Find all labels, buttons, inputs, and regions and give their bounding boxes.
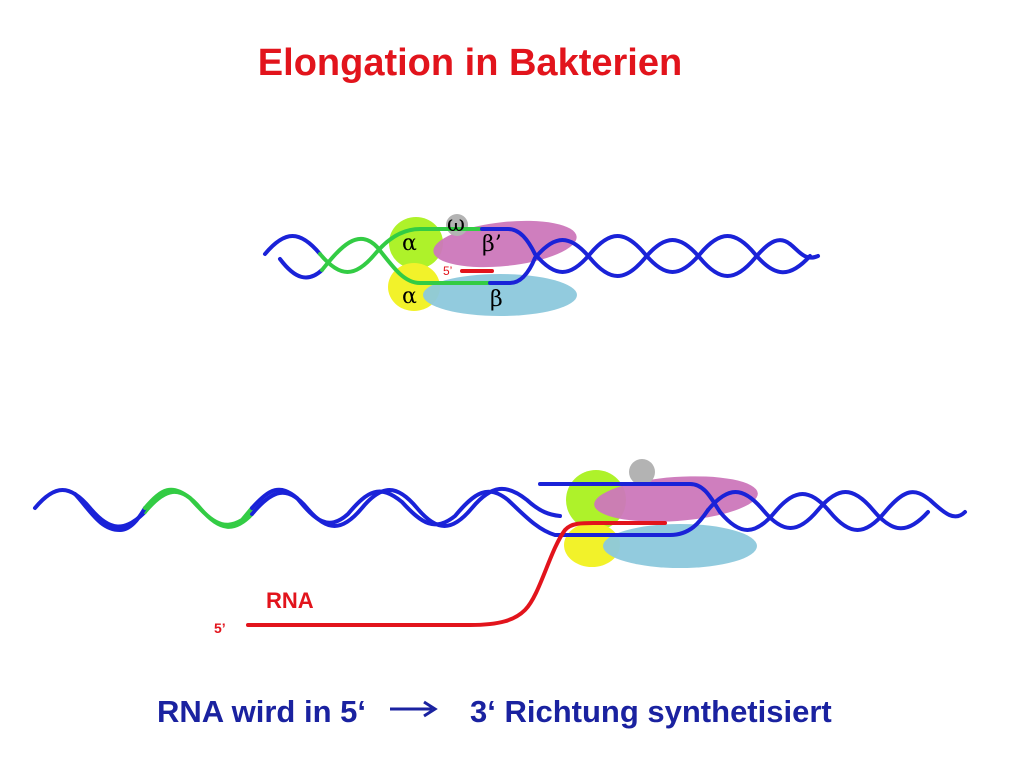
top-beta-prime-subunit xyxy=(433,220,577,268)
top-alpha-upper-label: α xyxy=(402,231,417,256)
right-arrow-icon xyxy=(390,700,438,718)
top-alpha-lower-label: α xyxy=(402,284,417,309)
top-labels: α α ω β’ β 5’ xyxy=(402,212,503,312)
page-title: Elongation in Bakterien xyxy=(257,42,683,84)
bottom-rna-5prime-label: 5’ xyxy=(214,620,226,636)
bottom-omega-subunit xyxy=(629,459,655,485)
top-beta-label: β xyxy=(490,287,503,312)
top-rna-5prime-label: 5’ xyxy=(443,264,452,278)
bottom-dna-helix xyxy=(33,482,967,627)
top-omega-label: ω xyxy=(447,212,465,237)
top-dna-helix xyxy=(263,227,820,285)
caption-right-text: 3‘ Richtung synthetisiert xyxy=(470,694,832,729)
caption: RNA wird in 5‘ 3‘ Richtung synthetisiert xyxy=(0,694,1024,734)
bottom-rna-label: RNA xyxy=(266,588,314,613)
top-beta-prime-label: β’ xyxy=(482,232,502,257)
caption-left-text: RNA wird in 5‘ xyxy=(157,694,366,729)
bottom-beta-subunit xyxy=(603,524,757,568)
bottom-polymerase-complex xyxy=(564,459,758,568)
bottom-labels: RNA 5’ xyxy=(214,588,314,636)
